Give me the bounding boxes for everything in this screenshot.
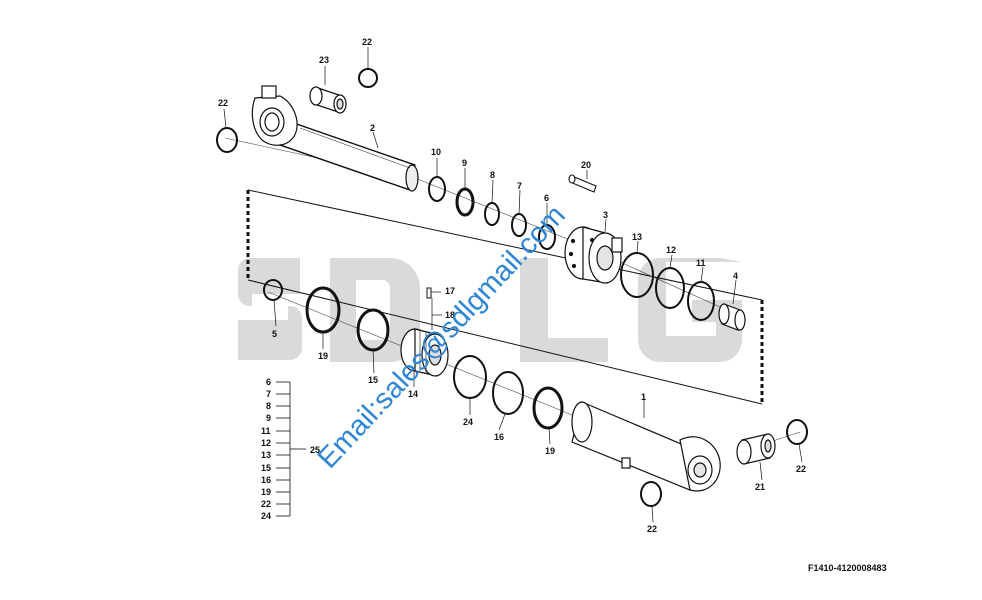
label-4: 4: [733, 271, 738, 281]
kit-item: 19: [261, 487, 271, 497]
label-12: 12: [666, 245, 676, 255]
label-16: 16: [494, 432, 504, 442]
figure-id: F1410-4120008483: [808, 563, 887, 573]
bolt-20: [568, 174, 597, 193]
o-ring-22b: [216, 127, 238, 153]
label-6: 6: [544, 193, 549, 203]
label-22b: 22: [218, 98, 228, 108]
o-ring-22a: [358, 68, 378, 88]
label-18: 18: [445, 310, 455, 320]
label-13: 13: [632, 232, 642, 242]
piston-rod: [251, 85, 419, 192]
screw-17: [426, 287, 432, 299]
label-5: 5: [272, 329, 277, 339]
kit-bracket: [276, 381, 306, 517]
piston-14: [400, 328, 449, 377]
kit-item: 22: [261, 499, 271, 509]
kit-item: 24: [261, 511, 271, 521]
label-17: 17: [445, 286, 455, 296]
label-19b: 19: [545, 446, 555, 456]
kit-item: 9: [266, 413, 271, 423]
cylinder-head: [564, 226, 623, 284]
bushing-4: [718, 303, 746, 331]
assembly-frame: [246, 189, 764, 405]
label-22c: 22: [796, 464, 806, 474]
o-ring-22c: [786, 419, 808, 445]
kit-item: 12: [261, 438, 271, 448]
label-21: 21: [755, 482, 765, 492]
o-ring-22d: [640, 481, 662, 507]
kit-item: 15: [261, 463, 271, 473]
kit-label: 25: [310, 445, 320, 455]
cylinder-tube: [571, 401, 721, 492]
label-15: 15: [368, 375, 378, 385]
label-19a: 19: [318, 351, 328, 361]
bushing-23: [309, 86, 347, 114]
label-24: 24: [463, 417, 473, 427]
kit-item: 7: [266, 389, 271, 399]
kit-item: 8: [266, 401, 271, 411]
kit-list: 6 7 8 9 11 12 13 15 16 19 22 24 25: [261, 377, 320, 521]
kit-item: 6: [266, 377, 271, 387]
label-22d: 22: [647, 524, 657, 534]
label-1: 1: [641, 392, 646, 402]
label-14: 14: [408, 389, 418, 399]
label-20: 20: [581, 160, 591, 170]
label-10: 10: [431, 147, 441, 157]
kit-item: 13: [261, 450, 271, 460]
part-labels: 1 2 3 4 5 6 7 8 9 10 11 12 13 14 15 16 1…: [218, 37, 806, 534]
label-9: 9: [462, 158, 467, 168]
bushing-21: [736, 433, 776, 465]
kit-item: 16: [261, 475, 271, 485]
label-22a: 22: [362, 37, 372, 47]
label-8: 8: [490, 170, 495, 180]
leader-lines: [223, 47, 803, 523]
label-7: 7: [517, 181, 522, 191]
label-2: 2: [370, 123, 375, 133]
label-3: 3: [603, 210, 608, 220]
kit-item: 11: [261, 426, 271, 436]
label-11: 11: [696, 258, 706, 268]
label-23: 23: [319, 55, 329, 65]
watermark: [238, 258, 742, 362]
